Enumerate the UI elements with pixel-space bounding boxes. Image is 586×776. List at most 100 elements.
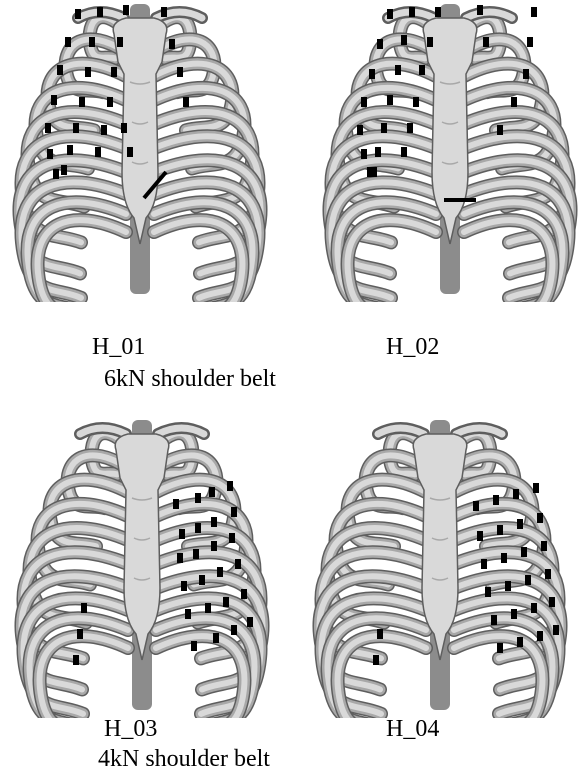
fracture-marker — [247, 617, 253, 627]
fracture-marker — [123, 5, 129, 15]
fracture-marker — [549, 597, 555, 607]
fracture-marker — [357, 125, 363, 135]
fracture-marker — [377, 629, 383, 639]
fracture-marker — [227, 481, 233, 491]
fracture-marker — [199, 575, 205, 585]
fracture-marker — [161, 7, 167, 17]
fracture-marker — [213, 633, 219, 643]
belt-caption-4kn: 4kN shoulder belt — [98, 746, 270, 773]
fracture-marker — [73, 655, 79, 665]
fracture-marker — [179, 529, 185, 539]
fracture-marker — [209, 487, 215, 497]
fracture-marker — [195, 493, 201, 503]
fracture-marker — [545, 569, 551, 579]
fracture-marker — [497, 525, 503, 535]
fracture-marker — [523, 69, 529, 79]
fracture-marker — [511, 609, 517, 619]
panel-label-h02: H_02 — [386, 334, 439, 361]
fracture-marker — [501, 553, 507, 563]
fracture-marker — [57, 65, 63, 75]
fracture-marker — [193, 549, 199, 559]
panel-label-h01: H_01 — [92, 334, 145, 361]
fracture-marker — [241, 589, 247, 599]
fracture-marker — [401, 35, 407, 45]
fracture-marker — [531, 7, 537, 17]
fracture-marker — [177, 67, 183, 77]
fracture-marker — [517, 637, 523, 647]
fracture-marker — [375, 147, 381, 157]
fracture-marker — [541, 541, 547, 551]
fracture-marker — [223, 597, 229, 607]
fracture-marker — [527, 37, 533, 47]
fracture-marker — [111, 67, 117, 77]
fracture-marker — [185, 609, 191, 619]
fracture-marker — [473, 501, 479, 511]
fracture-marker — [481, 559, 487, 569]
fracture-marker — [387, 9, 393, 19]
rib-cage-illustration — [10, 418, 275, 718]
fracture-marker — [195, 523, 201, 533]
fracture-marker — [413, 97, 419, 107]
fracture-marker — [485, 587, 491, 597]
fracture-marker — [525, 575, 531, 585]
fracture-marker — [371, 167, 377, 177]
fracture-marker — [427, 37, 433, 47]
fracture-marker — [79, 97, 85, 107]
fracture-marker — [45, 123, 51, 133]
fracture-marker — [435, 7, 441, 17]
fracture-marker — [85, 67, 91, 77]
fracture-marker — [553, 625, 559, 635]
fracture-marker — [183, 97, 189, 107]
fracture-marker — [537, 513, 543, 523]
fracture-marker — [61, 165, 67, 175]
fracture-marker — [419, 65, 425, 75]
rib-cage-illustration — [308, 418, 573, 718]
fracture-marker — [517, 519, 523, 529]
fracture-marker — [369, 69, 375, 79]
fracture-marker — [361, 149, 367, 159]
fracture-marker — [191, 641, 197, 651]
fracture-marker — [491, 615, 497, 625]
rib-cage-h04 — [308, 418, 573, 718]
belt-caption-6kn: 6kN shoulder belt — [104, 366, 276, 393]
fracture-marker — [217, 567, 223, 577]
fracture-marker — [505, 581, 511, 591]
fracture-marker — [73, 123, 79, 133]
fracture-marker — [117, 37, 123, 47]
fracture-marker — [51, 95, 57, 105]
fracture-marker — [211, 541, 217, 551]
fracture-marker — [97, 7, 103, 17]
fracture-marker — [65, 37, 71, 47]
fracture-marker — [173, 499, 179, 509]
fracture-marker — [511, 97, 517, 107]
fracture-marker — [101, 125, 107, 135]
fracture-marker — [483, 37, 489, 47]
rib-cage-h01 — [8, 2, 273, 302]
fracture-marker — [521, 547, 527, 557]
panel-label-h03: H_03 — [104, 716, 157, 743]
fracture-marker — [75, 9, 81, 19]
fracture-marker — [373, 655, 379, 665]
fracture-marker — [513, 489, 519, 499]
fracture-marker — [493, 495, 499, 505]
fracture-marker — [81, 603, 87, 613]
fracture-marker — [395, 65, 401, 75]
rib-cage-illustration — [318, 2, 583, 302]
fracture-marker — [537, 631, 543, 641]
fracture-marker — [401, 147, 407, 157]
fracture-marker — [211, 517, 217, 527]
fracture-marker — [205, 603, 211, 613]
fracture-marker — [47, 149, 53, 159]
rib-cage-h03 — [10, 418, 275, 718]
fracture-marker — [231, 507, 237, 517]
fracture-marker — [67, 145, 73, 155]
fracture-marker — [77, 629, 83, 639]
fracture-marker — [53, 169, 59, 179]
fracture-marker — [531, 603, 537, 613]
fracture-marker — [95, 147, 101, 157]
fracture-marker — [497, 643, 503, 653]
fracture-marker — [409, 7, 415, 17]
fracture-marker — [181, 581, 187, 591]
fracture-marker — [235, 559, 241, 569]
fracture-marker — [89, 37, 95, 47]
